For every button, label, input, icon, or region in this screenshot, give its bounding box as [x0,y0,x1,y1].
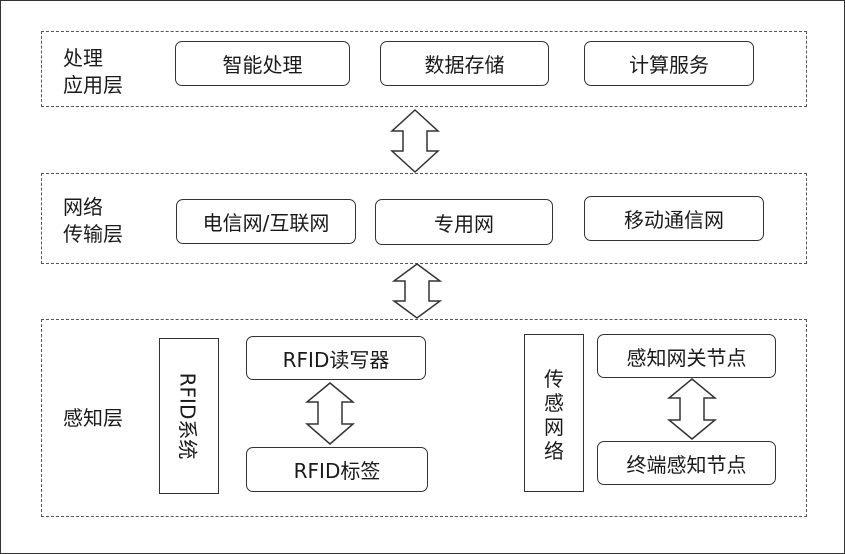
double-arrow-icon [391,263,443,319]
rfid-reader-box: RFID读写器 [246,336,426,380]
perception-layer [41,319,807,517]
double-arrow-icon [666,378,718,440]
application-layer [41,31,807,107]
application-layer-label: 处理 应用层 [63,46,123,97]
private-network-box: 专用网 [375,199,553,245]
double-arrow-icon [390,108,440,174]
sensor-network-label: 传 感 网 络 [544,367,564,463]
gateway-node-box: 感知网关节点 [597,334,776,378]
computing-service-box: 计算服务 [584,41,754,86]
network-layer [41,173,807,264]
data-storage-box: 数据存储 [380,41,549,86]
network-layer-label: 网络 传输层 [63,195,123,246]
mobile-communication-box: 移动通信网 [584,196,764,241]
intelligent-processing-box: 智能处理 [175,41,350,86]
perception-layer-label: 感知层 [63,406,123,430]
telecom-internet-box: 电信网/互联网 [176,199,356,244]
sensor-network-box [524,334,584,492]
double-arrow-icon [304,382,356,445]
rfid-system-label: RFID系统 [175,372,200,460]
rfid-system-box [159,338,219,494]
terminal-node-box: 终端感知节点 [597,441,776,485]
rfid-tag-box: RFID标签 [246,447,428,492]
